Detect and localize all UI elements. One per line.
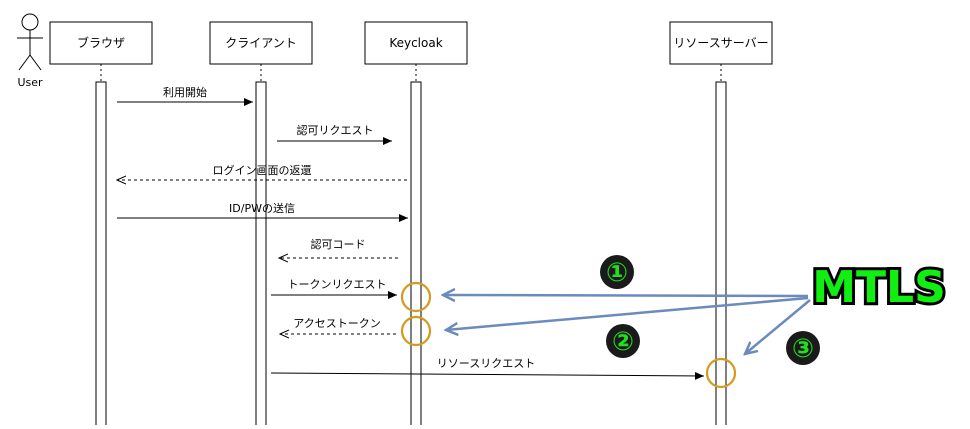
participant-browser: ブラウザ bbox=[49, 21, 153, 65]
marker-2-label: ② bbox=[612, 327, 634, 357]
highlight-circle-access-token bbox=[400, 315, 432, 347]
mtls-arrow-3 bbox=[745, 299, 811, 354]
marker-3: ③ bbox=[786, 331, 820, 365]
participant-client: クライアント bbox=[209, 21, 313, 65]
activation-resource-server bbox=[715, 81, 727, 429]
message-3-label: ログイン画面の返還 bbox=[213, 163, 312, 177]
message-1: 利用開始 bbox=[117, 85, 253, 106]
activation-keycloak bbox=[410, 81, 422, 429]
message-2-label: 認可リクエスト bbox=[297, 123, 374, 137]
message-4-label: ID/PWの送信 bbox=[229, 201, 295, 215]
message-8-label: リソースリクエスト bbox=[437, 357, 535, 370]
activation-browser bbox=[95, 81, 107, 429]
message-5: 認可コード bbox=[279, 237, 398, 258]
user-actor: User bbox=[17, 13, 43, 89]
marker-2: ② bbox=[606, 324, 640, 358]
message-2: 認可リクエスト bbox=[277, 123, 392, 145]
message-3: ログイン画面の返還 bbox=[117, 163, 407, 180]
user-label: User bbox=[17, 76, 43, 89]
mtls-label: MTLS bbox=[812, 262, 946, 313]
marker-3-label: ③ bbox=[792, 334, 814, 364]
participant-resource-server-label: リソースサーバー bbox=[673, 36, 768, 50]
participant-keycloak: Keycloak bbox=[364, 21, 468, 65]
participant-keycloak-label: Keycloak bbox=[389, 36, 442, 50]
mtls-arrow-2 bbox=[446, 296, 809, 330]
message-4: ID/PWの送信 bbox=[117, 201, 408, 222]
participant-browser-label: ブラウザ bbox=[77, 35, 125, 50]
highlight-circle-token-request bbox=[400, 281, 432, 313]
participant-resource-server: リソースサーバー bbox=[669, 21, 773, 65]
mtls-arrow-1 bbox=[443, 295, 809, 296]
message-8: リソースリクエスト bbox=[270, 357, 705, 380]
participant-client-label: クライアント bbox=[225, 36, 297, 50]
highlight-circle-resource-request bbox=[705, 357, 737, 389]
message-7-label: アクセストークン bbox=[293, 317, 380, 330]
activation-client bbox=[255, 81, 267, 429]
message-6: トークンリクエスト bbox=[271, 278, 397, 299]
marker-1: ① bbox=[600, 255, 634, 289]
marker-1-label: ① bbox=[606, 258, 628, 288]
message-5-label: 認可コード bbox=[311, 237, 366, 251]
message-1-label: 利用開始 bbox=[163, 85, 207, 99]
message-6-label: トークンリクエスト bbox=[288, 278, 387, 291]
message-7: アクセストークン bbox=[280, 317, 396, 334]
